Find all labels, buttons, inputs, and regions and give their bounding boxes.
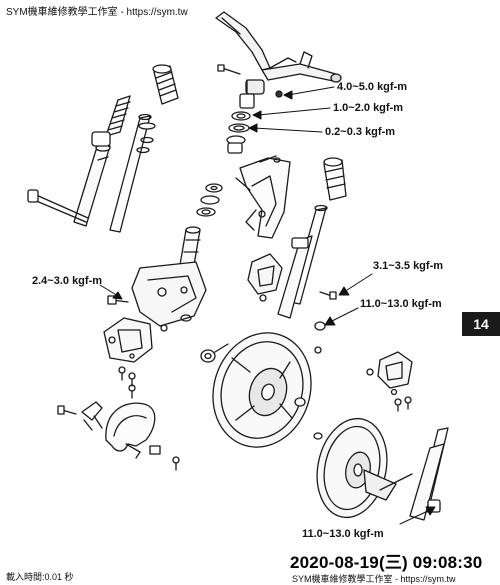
- left-fork-boot: [152, 64, 179, 105]
- front-fender-piece: [105, 402, 156, 459]
- stem-nut-stack: [226, 111, 251, 154]
- torque-label-handlebar: 4.0~5.0 kgf-m: [337, 81, 408, 93]
- timestamp: 2020-08-19(三) 09:08:30: [290, 553, 483, 572]
- torque-label-stem-lower: 0.2~0.3 kgf-m: [325, 126, 396, 138]
- wheel-axle-bolt: [294, 346, 322, 407]
- stem-bearing-parts: [196, 183, 223, 217]
- front-wheel-lower: [316, 417, 397, 519]
- torque-label-caliper-left: 2.4~3.0 kgf-m: [32, 275, 103, 287]
- axle-nut-upper: [314, 321, 326, 331]
- caliper-bolts-right: [366, 368, 412, 412]
- steering-stem: [131, 226, 207, 327]
- brake-caliper-right-upper: [247, 253, 283, 302]
- front-cover-bracket: [235, 155, 291, 239]
- left-fork-spring: [105, 95, 131, 137]
- wheel-axle-collar: [200, 343, 229, 363]
- front-wheel-upper: [212, 332, 312, 448]
- brake-caliper-left: [103, 317, 153, 363]
- torque-label-axle-lower: 11.0~13.0 kgf-m: [302, 528, 384, 540]
- load-time: 載入時間:0.01 秒: [6, 572, 74, 582]
- left-fork-inner-tube: [109, 113, 156, 233]
- caliper-bolt-left: [107, 295, 168, 332]
- fender-bolts: [149, 445, 180, 471]
- right-fork-leg-lower: [379, 427, 449, 521]
- torque-label-axle-upper: 11.0~13.0 kgf-m: [360, 298, 442, 310]
- watermark-bottom: SYM機車維修教學工作室 - https://sym.tw: [292, 574, 456, 584]
- brake-caliper-right-lower: [377, 351, 413, 396]
- brake-hose-bracket: [57, 401, 103, 431]
- left-fork-tube: [73, 131, 111, 227]
- torque-label-fork-clamp: 3.1~3.5 kgf-m: [373, 260, 444, 272]
- front-axle-bolt-left: [27, 189, 89, 223]
- right-fork-boot: [323, 157, 347, 201]
- handlebar: [215, 11, 342, 83]
- fork-clamp-bolt: [319, 291, 337, 300]
- torque-leader-lines: [99, 86, 436, 525]
- handlebar-pinch-bolt: [217, 64, 241, 75]
- watermark-top: SYM機車維修教學工作室 - https://sym.tw: [6, 7, 188, 18]
- wheel-spacer: [313, 432, 323, 440]
- handlebar-clamp: [239, 79, 283, 109]
- caliper-bolts-small: [118, 366, 136, 399]
- torque-label-stem-upper: 1.0~2.0 kgf-m: [333, 102, 404, 114]
- section-tab: 14: [462, 312, 500, 336]
- right-fork-tube: [277, 204, 328, 319]
